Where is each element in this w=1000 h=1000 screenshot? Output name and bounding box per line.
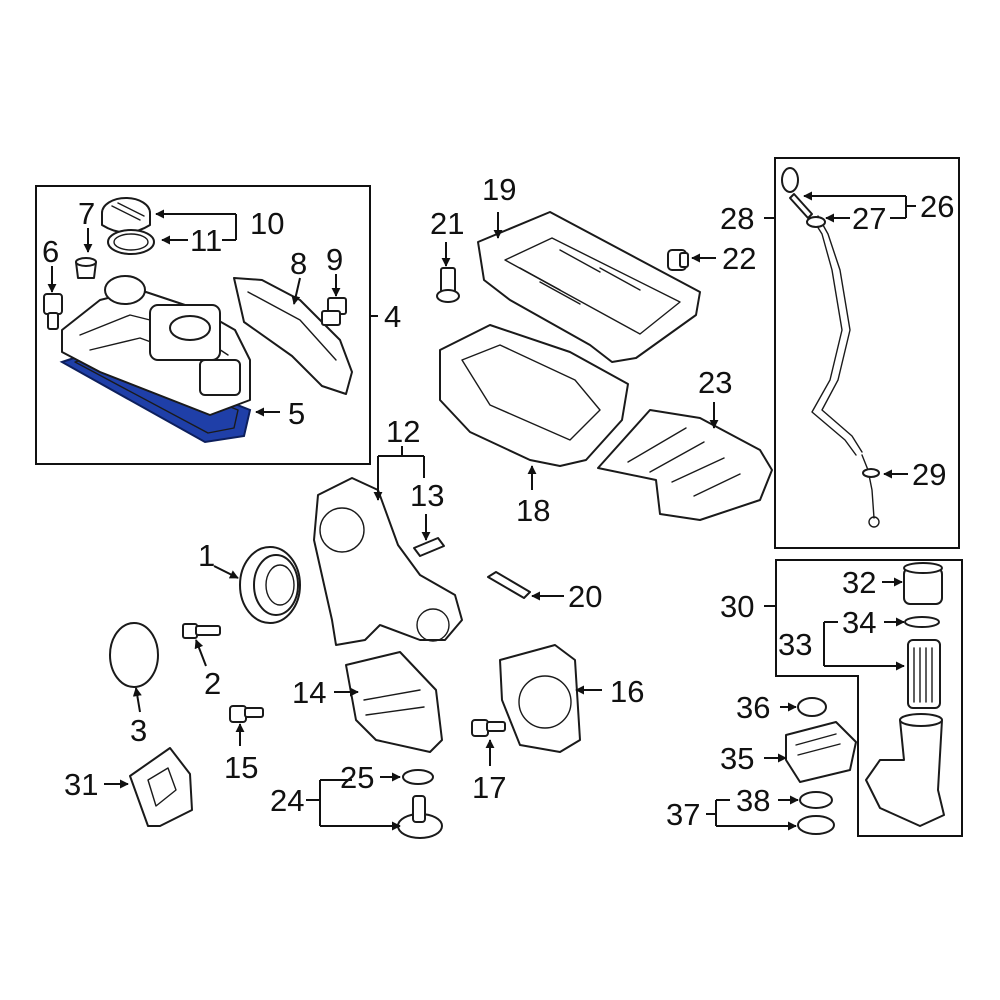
callout-10: 10 <box>250 206 284 241</box>
leader-8 <box>291 277 301 305</box>
part-22-drain-plug <box>667 249 689 271</box>
part-21-bolt <box>436 267 460 303</box>
part-29-seal <box>862 468 880 478</box>
callout-31: 31 <box>64 767 98 802</box>
callout-32: 32 <box>842 565 876 600</box>
callout-36: 36 <box>736 690 770 725</box>
part-23-baffle <box>597 409 773 521</box>
callout-18: 18 <box>516 493 550 528</box>
leader-1 <box>213 565 239 579</box>
callout-23: 23 <box>698 365 732 400</box>
callout-2: 2 <box>204 666 221 701</box>
callout-33: 33 <box>778 627 812 662</box>
valve-cover <box>61 275 251 416</box>
callout-14: 14 <box>292 675 326 710</box>
callout-11: 11 <box>190 223 222 258</box>
part-3-seal <box>109 622 159 688</box>
callout-17: 17 <box>472 770 506 805</box>
part-6-vent-valve <box>43 293 63 330</box>
oil-filter-housing <box>865 713 945 827</box>
callout-20: 20 <box>568 579 602 614</box>
callout-30: 30 <box>720 589 754 624</box>
callout-5: 5 <box>288 396 305 431</box>
callout-24: 24 <box>270 783 304 818</box>
callout-21: 21 <box>430 206 464 241</box>
dipstick-group-frame <box>774 157 960 549</box>
part-24-sensor <box>397 795 443 839</box>
part-25-o-ring <box>402 769 434 785</box>
part-9-bolt <box>321 297 347 326</box>
leader-2 <box>194 639 207 667</box>
leader-26 <box>905 196 916 218</box>
callout-15: 15 <box>224 750 258 785</box>
part-34-o-ring <box>904 616 940 628</box>
callout-16: 16 <box>610 674 644 709</box>
callout-22: 22 <box>722 241 756 276</box>
callout-7: 7 <box>78 196 95 231</box>
callout-3: 3 <box>130 713 147 748</box>
part-33-filter-element <box>907 639 941 709</box>
callout-34: 34 <box>842 605 876 640</box>
callout-6: 6 <box>42 234 59 269</box>
part-20-tube <box>487 571 531 599</box>
part-35-oil-cooler <box>785 721 857 783</box>
part-14-cover <box>345 651 443 753</box>
callout-13: 13 <box>410 478 444 513</box>
callout-19: 19 <box>482 172 516 207</box>
callout-37: 37 <box>666 797 700 832</box>
callout-27: 27 <box>852 201 886 236</box>
part-31-cover-plate <box>129 747 193 827</box>
part-12-timing-cover <box>313 477 463 646</box>
callout-29: 29 <box>912 457 946 492</box>
part-10-filler-cap <box>101 197 151 234</box>
part-13-clip <box>413 537 445 557</box>
valve-cover-group-frame <box>35 185 371 465</box>
part-8-heat-shield <box>233 277 353 395</box>
callout-25: 25 <box>340 760 374 795</box>
callout-8: 8 <box>290 246 307 281</box>
part-1-pulley <box>239 546 301 624</box>
part-2-bolt <box>182 623 221 639</box>
part-18-oil-pan-lower <box>439 324 629 467</box>
callout-4: 4 <box>384 299 401 334</box>
part-7-cap <box>75 257 97 279</box>
callout-9: 9 <box>326 242 343 277</box>
part-36-o-ring <box>797 697 827 717</box>
leader-3 <box>132 687 142 713</box>
part-38-o-ring <box>799 791 833 809</box>
part-37-seal <box>797 815 835 835</box>
part-16-backing-plate <box>499 644 581 753</box>
callout-26: 26 <box>920 189 954 224</box>
part-28-dipstick-assembly <box>781 167 880 528</box>
callout-35: 35 <box>720 741 754 776</box>
callout-1: 1 <box>198 538 215 573</box>
callout-28: 28 <box>720 201 754 236</box>
callout-12: 12 <box>386 414 420 449</box>
leader-12 <box>378 446 424 457</box>
part-15-bolt <box>229 705 264 723</box>
part-17-bolt <box>471 719 506 737</box>
part-27-o-ring <box>806 216 826 228</box>
oil-filter-group-frame <box>775 559 963 837</box>
part-19-oil-pan-upper <box>477 211 701 363</box>
part-32-filter-cap <box>903 562 943 605</box>
callout-38: 38 <box>736 783 770 818</box>
